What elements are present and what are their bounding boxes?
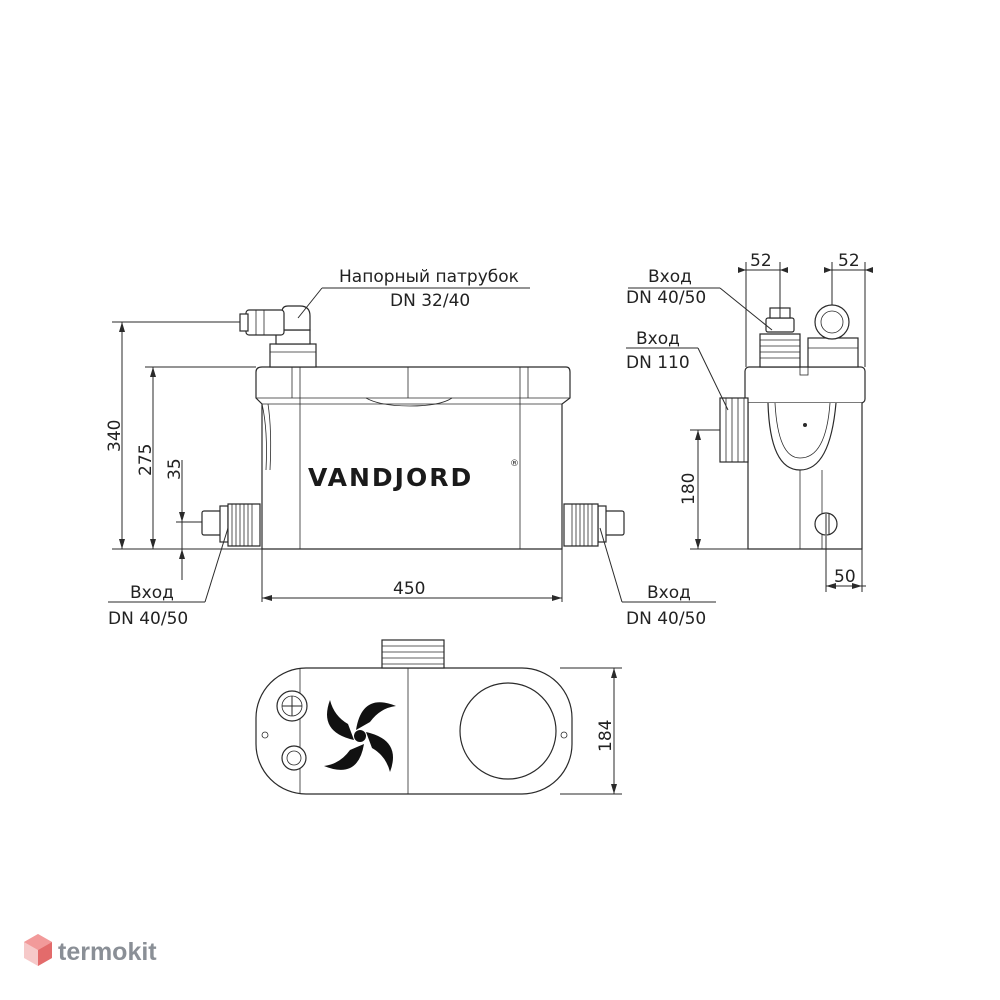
dim-total-height: 340 [105,420,125,452]
inlet-side-size: DN 110 [626,353,690,373]
fan-logo-icon [324,700,396,772]
inlet-right-size: DN 40/50 [626,609,706,629]
dim-side-inlet-height: 180 [679,473,699,505]
dim-top-left: 52 [750,251,772,271]
dim-width: 450 [393,579,425,599]
dim-bottom: 50 [834,567,856,587]
top-view: 184 [255,639,622,795]
side-view: 52 52 180 50 Вход DN 40/50 Вход DN 110 [626,251,873,592]
inlet-top-size: DN 40/50 [626,288,706,308]
cube-logo-icon [24,934,52,966]
inlet-left-size: DN 40/50 [108,609,188,629]
inlet-side-label: Вход [636,329,680,349]
outlet-label: Напорный патрубок [339,267,519,287]
outlet-size: DN 32/40 [390,291,470,311]
watermark: termokit [24,934,157,966]
inlet-left-label: Вход [130,583,174,603]
front-view: VANDJORD ® 340 275 35 450 Напорный патру… [105,267,716,629]
dim-depth: 184 [596,720,616,752]
inlet-top-label: Вход [648,267,692,287]
brand-logo: VANDJORD [308,463,473,492]
inlet-right-label: Вход [647,583,691,603]
dim-body-height: 275 [136,444,156,476]
watermark-text: termokit [58,938,157,966]
dim-inlet-height: 35 [165,458,185,480]
dim-top-right: 52 [838,251,860,271]
registered-mark: ® [510,459,519,469]
